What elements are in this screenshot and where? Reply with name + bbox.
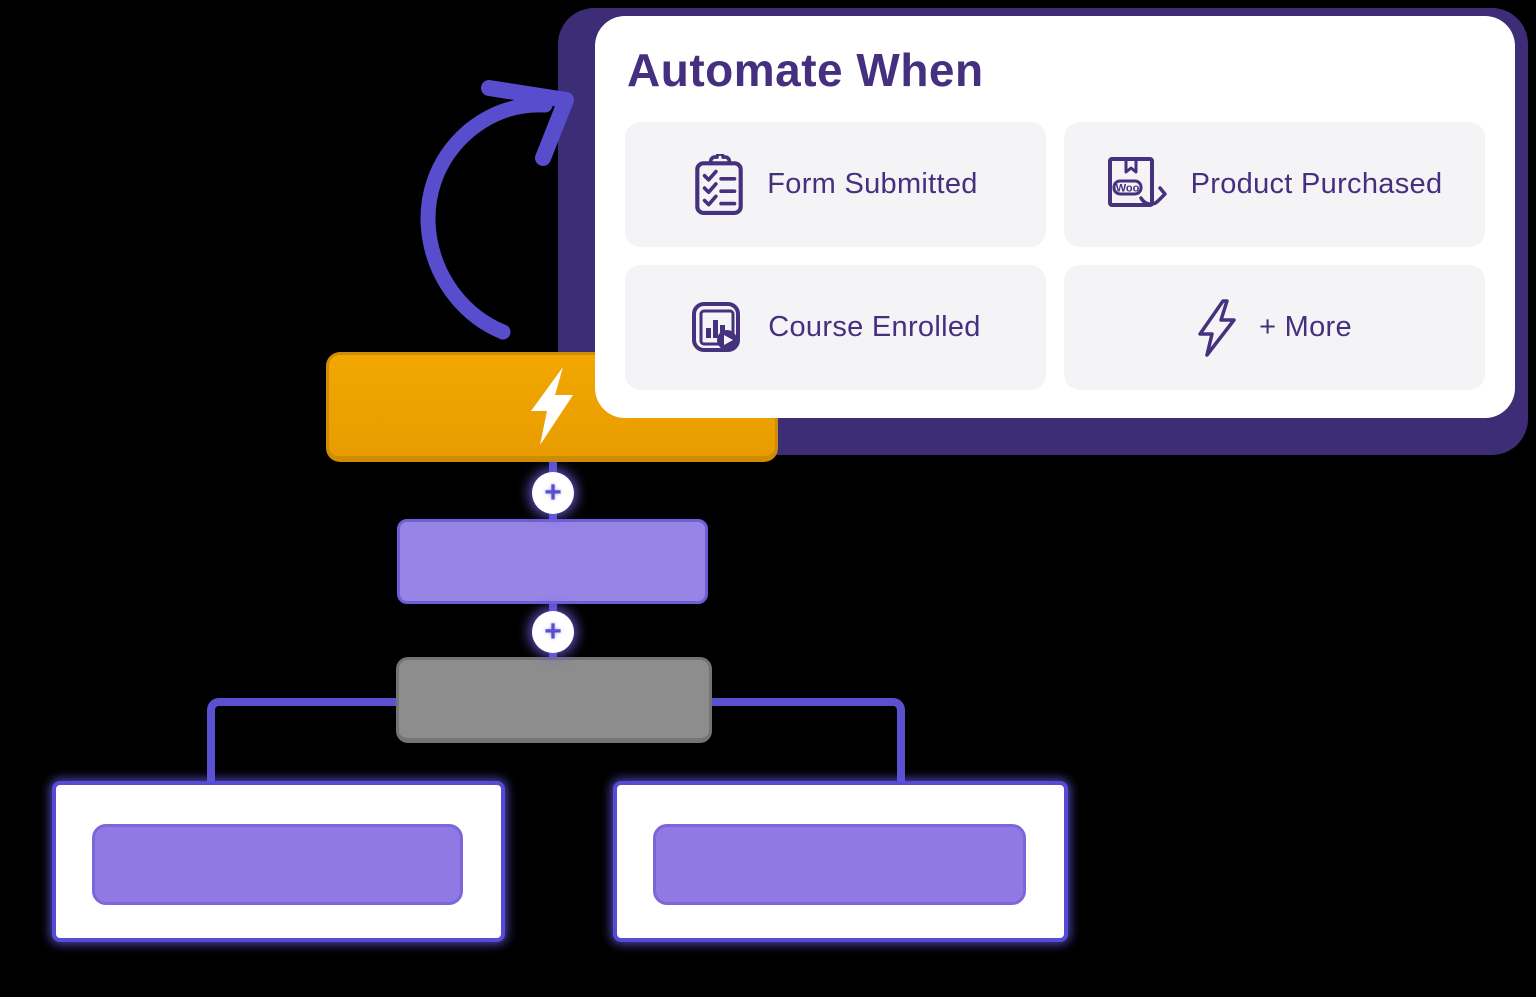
woo-icon-text: Woo xyxy=(1115,182,1139,194)
option-label: + More xyxy=(1259,311,1352,343)
woo-product-icon: Woo xyxy=(1107,156,1167,207)
condition-node[interactable] xyxy=(396,657,712,743)
option-label: Product Purchased xyxy=(1190,168,1443,200)
branch-node-right[interactable] xyxy=(613,781,1068,942)
plus-icon: + xyxy=(544,615,562,648)
trigger-options-grid: Form Submitted Woo Product Purchased xyxy=(625,122,1485,390)
option-label: Course Enrolled xyxy=(768,311,981,343)
lightning-bolt-outline-icon xyxy=(1198,298,1236,357)
automate-when-popup: Automate When Form Submitted xyxy=(595,16,1515,418)
option-label: Form Submitted xyxy=(767,168,978,200)
branch-node-content xyxy=(653,824,1026,905)
lightning-bolt-icon xyxy=(531,366,573,445)
branch-node-left[interactable] xyxy=(52,781,505,942)
plus-icon: + xyxy=(544,476,562,509)
option-more[interactable]: + More xyxy=(1064,265,1485,390)
action-node[interactable] xyxy=(397,519,708,604)
option-course-enrolled[interactable]: Course Enrolled xyxy=(625,265,1046,390)
branch-connector-line-right xyxy=(710,698,905,786)
branch-node-content xyxy=(92,824,463,905)
add-step-button[interactable]: + xyxy=(532,611,574,653)
popup-title: Automate When xyxy=(627,44,984,96)
clipboard-checklist-icon xyxy=(695,153,744,215)
option-form-submitted[interactable]: Form Submitted xyxy=(625,122,1046,247)
course-video-icon xyxy=(692,301,741,352)
branch-connector-line-left xyxy=(207,698,398,786)
option-product-purchased[interactable]: Woo Product Purchased xyxy=(1064,122,1485,247)
add-step-button[interactable]: + xyxy=(532,472,574,514)
